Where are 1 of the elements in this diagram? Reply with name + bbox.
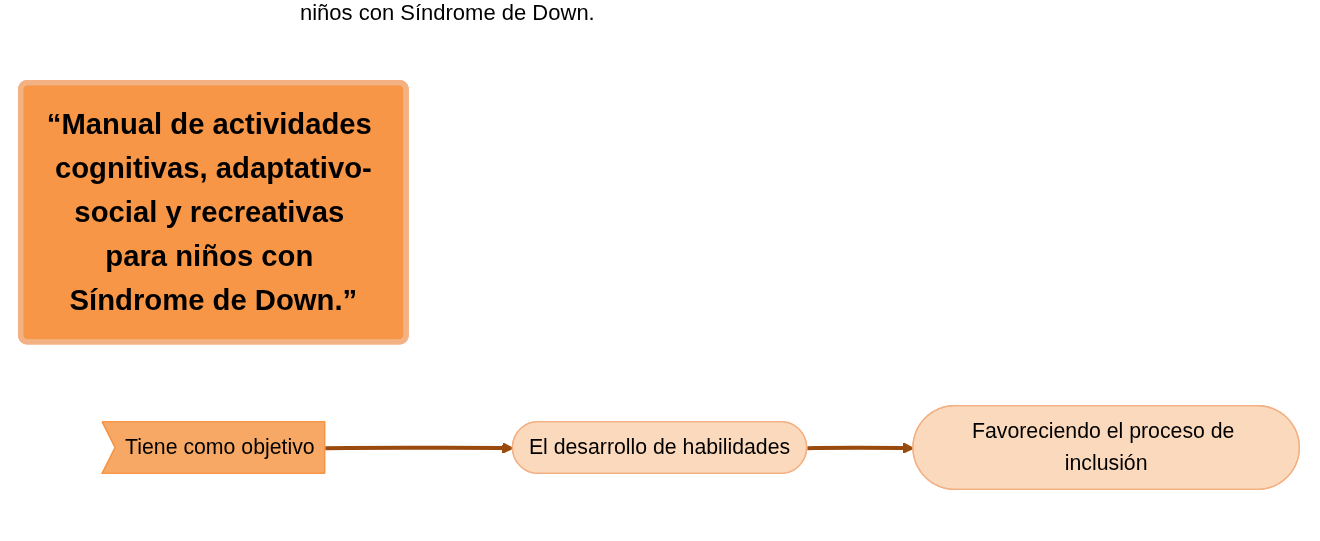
note-text: niños con Síndrome de Down. xyxy=(300,0,595,26)
